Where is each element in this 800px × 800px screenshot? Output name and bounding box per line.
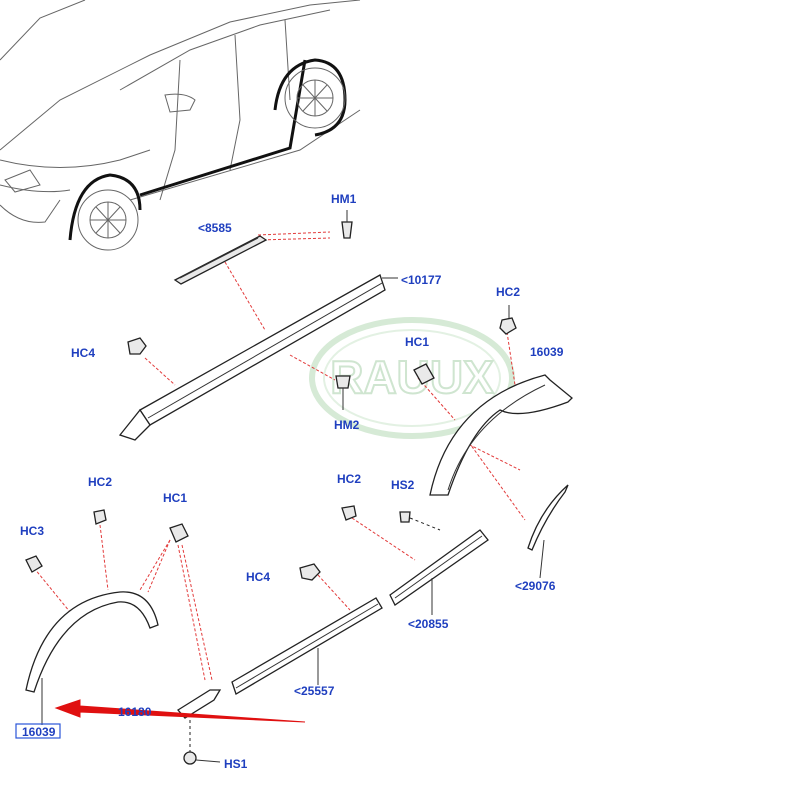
part-16039-front-arch xyxy=(25,591,159,693)
label-ticks xyxy=(41,277,545,763)
clip-hc2-mid xyxy=(341,505,357,521)
clip-hc4-top xyxy=(127,337,147,355)
watermark-logo: RAUUX xyxy=(309,317,515,439)
clip-hc2-left xyxy=(93,509,107,525)
label-hc4-top: HC4 xyxy=(71,346,95,360)
label-10177: <10177 xyxy=(401,273,442,287)
part-16039-rear-arch xyxy=(429,374,573,496)
red-arrow xyxy=(54,699,306,723)
label-hm1: HM1 xyxy=(331,192,357,206)
label-hm2: HM2 xyxy=(334,418,360,432)
clip-hm2 xyxy=(335,375,351,410)
label-16180: 16180 xyxy=(118,705,152,719)
label-hc3: HC3 xyxy=(20,524,44,538)
label-29076: <29076 xyxy=(515,579,556,593)
clip-hc4-bottom xyxy=(299,563,321,581)
label-hc4-bottom: HC4 xyxy=(246,570,270,584)
label-hs1: HS1 xyxy=(224,757,248,771)
leader-lines xyxy=(33,231,526,681)
label-20855: <20855 xyxy=(408,617,449,631)
watermark-text: RAUUX xyxy=(330,351,494,403)
part-29076-strip xyxy=(527,484,569,551)
part-20855-extension xyxy=(389,529,489,606)
label-16039-top: 16039 xyxy=(530,345,564,359)
label-hc2-left: HC2 xyxy=(88,475,112,489)
clip-hs1 xyxy=(183,720,197,765)
clip-hs2 xyxy=(399,511,441,531)
clip-hc3 xyxy=(25,555,43,573)
part-10177-sill xyxy=(118,274,386,441)
clip-hc1-top xyxy=(413,363,435,385)
label-hc1-left: HC1 xyxy=(163,491,187,505)
car-illustration xyxy=(0,0,361,251)
part-25557-moulding xyxy=(231,597,383,695)
label-8585: <8585 xyxy=(198,221,232,235)
label-highlight-box xyxy=(15,723,61,739)
label-hc2-top: HC2 xyxy=(496,285,520,299)
clip-hc1-left xyxy=(169,523,189,543)
part-8585-moulding xyxy=(173,235,268,285)
label-hc1-top: HC1 xyxy=(405,335,429,349)
clip-hm1 xyxy=(341,210,353,239)
label-hs2: HS2 xyxy=(391,478,415,492)
label-16039-bottom: 16039 xyxy=(22,725,56,739)
callout-labels: HM1 <8585 <10177 HC2 HC4 HC1 16039 HM2 H… xyxy=(20,192,564,771)
label-hc2-mid: HC2 xyxy=(337,472,361,486)
clip-hc2-top xyxy=(499,305,517,335)
label-25557: <25557 xyxy=(294,684,335,698)
